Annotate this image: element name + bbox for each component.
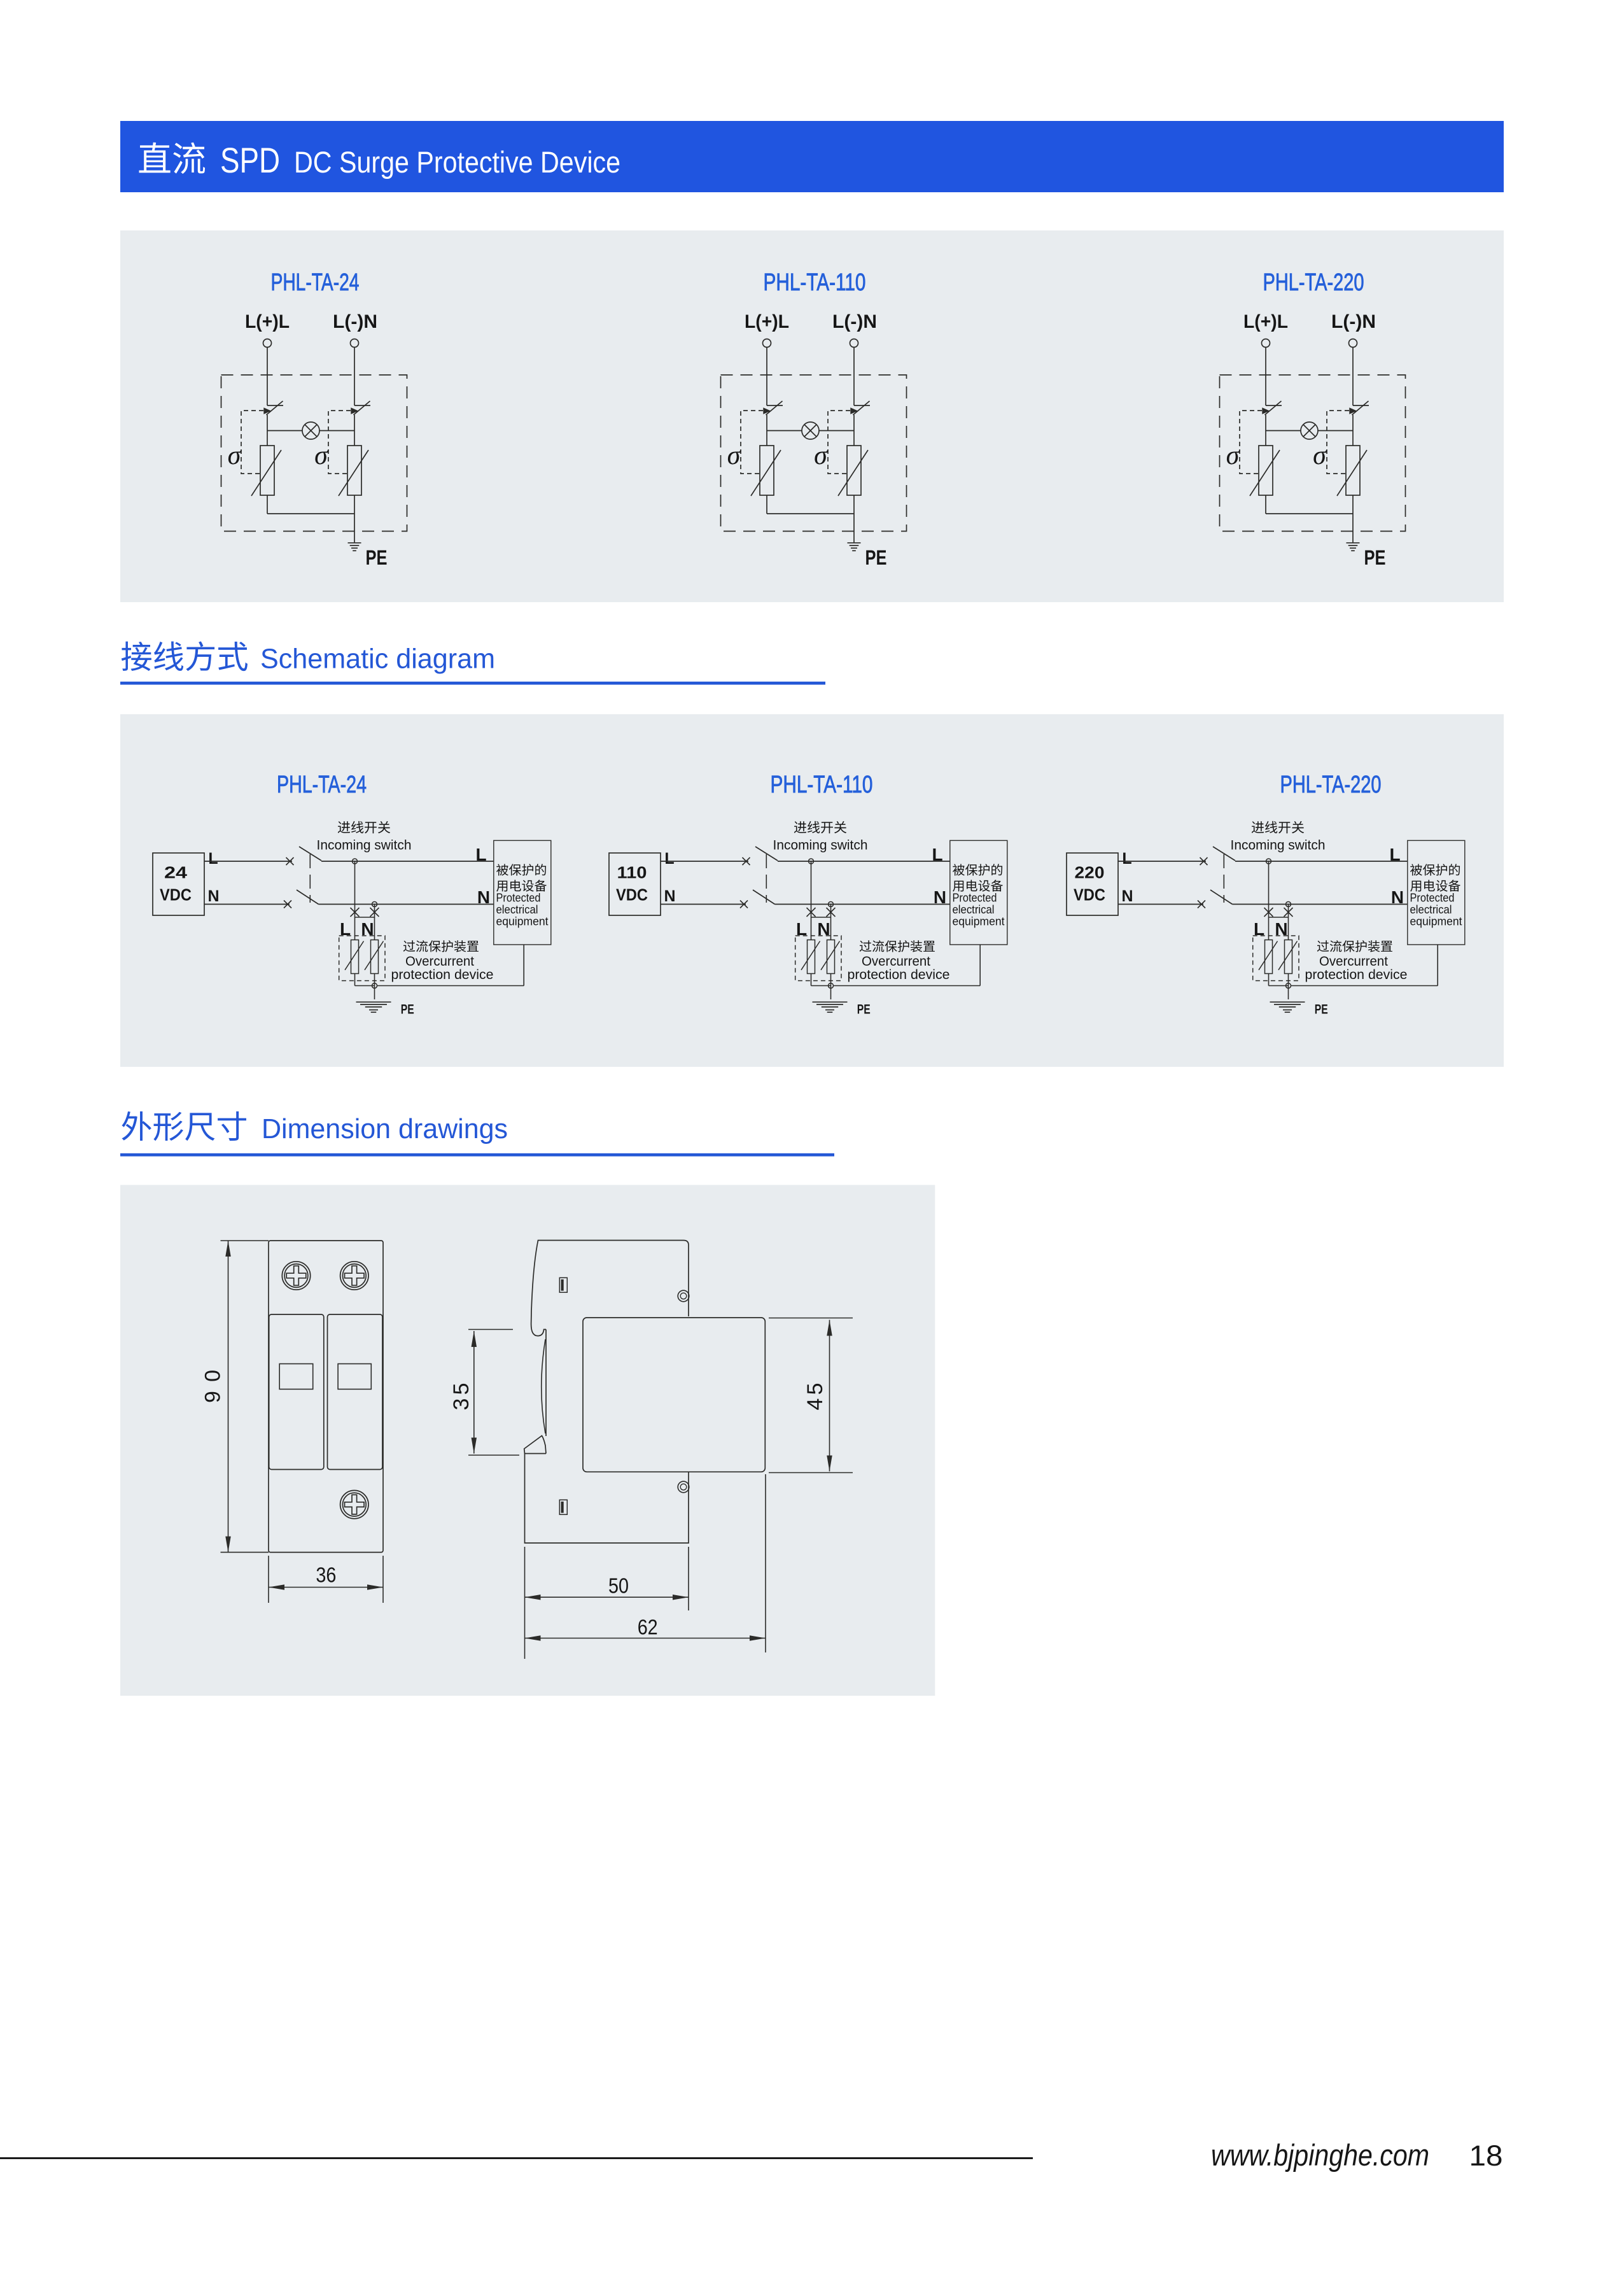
svg-text:50: 50: [608, 1574, 629, 1598]
svg-text:PHL-TA-110: PHL-TA-110: [764, 269, 866, 296]
svg-text:PHL-TA-110: PHL-TA-110: [771, 771, 873, 798]
svg-text:24: 24: [164, 863, 188, 882]
svg-text:PHL-TA-24: PHL-TA-24: [277, 771, 367, 798]
svg-text:DC Surge Protective Device: DC Surge Protective Device: [294, 145, 620, 179]
svg-text:36: 36: [316, 1563, 336, 1587]
svg-text:62: 62: [638, 1616, 658, 1639]
svg-text:www.bjpinghe.com: www.bjpinghe.com: [1211, 2138, 1429, 2172]
svg-text:PHL-TA-220: PHL-TA-220: [1280, 771, 1382, 798]
svg-text:VDC: VDC: [1074, 885, 1105, 905]
svg-text:SPD: SPD: [220, 140, 280, 180]
svg-text:PHL-TA-220: PHL-TA-220: [1263, 269, 1364, 296]
svg-text:18: 18: [1469, 2139, 1503, 2172]
svg-text:220: 220: [1075, 863, 1105, 882]
svg-text:VDC: VDC: [616, 885, 648, 905]
svg-text:110: 110: [617, 863, 647, 882]
svg-text:VDC: VDC: [160, 885, 192, 905]
svg-text:Schematic diagram: Schematic diagram: [260, 643, 495, 674]
svg-text:Dimension drawings: Dimension drawings: [262, 1113, 508, 1145]
svg-text:PHL-TA-24: PHL-TA-24: [271, 269, 360, 296]
